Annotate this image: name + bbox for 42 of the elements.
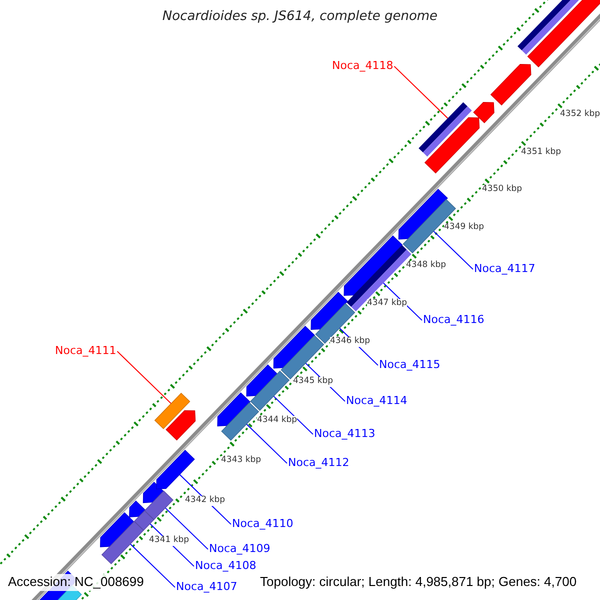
leader-line	[273, 396, 314, 435]
leader-line	[164, 507, 208, 550]
scale-label: 4342 kbp	[185, 496, 226, 506]
gene-feature	[418, 102, 472, 157]
scale-label: 4343 kbp	[221, 456, 262, 466]
scale-label: 4350 kbp	[482, 185, 522, 195]
map-info-text: Topology: circular; Length: 4,985,871 bp; Genes: 4,700	[258, 574, 579, 591]
scale-label: 4346 kbp	[330, 337, 370, 347]
leader-line	[246, 424, 288, 464]
gene-feature	[154, 392, 190, 430]
gene-label: Noca_4113	[314, 428, 376, 441]
map-title: Nocardioides sp. JS614, complete genome	[161, 10, 439, 25]
scale-label: 4347 kbp	[367, 299, 408, 309]
leader-line	[394, 66, 448, 119]
gene-feature	[156, 450, 195, 490]
gene-label: Noca_4114	[346, 395, 408, 408]
gene-label: Noca_4109	[209, 543, 270, 556]
gene-feature	[250, 370, 290, 411]
gene-feature	[144, 490, 174, 520]
leader-line	[130, 544, 176, 588]
gene-label: Noca_4111	[55, 345, 116, 358]
gene-feature	[134, 510, 154, 531]
gene-label: Noca_4112	[288, 457, 350, 470]
gene-label: Noca_4107	[176, 581, 238, 594]
gene-label: Noca_4118	[332, 60, 394, 73]
gene-label: Noca_4110	[232, 518, 294, 531]
scale-label: 4352 kbp	[560, 110, 600, 120]
leader-line	[116, 350, 172, 404]
gene-feature	[315, 303, 356, 344]
gene-feature	[101, 520, 144, 564]
scale-label: 4348 kbp	[406, 261, 446, 271]
scale-label: 4351 kbp	[521, 148, 562, 158]
scale-label: 4341 kbp	[149, 536, 190, 546]
gene-label: Noca_4108	[195, 560, 256, 573]
leader-line	[433, 230, 474, 270]
map-info-text: Accession: NC_008699	[6, 574, 146, 591]
scale-label: 4344 kbp	[257, 416, 298, 426]
gene-label: Noca_4115	[379, 359, 440, 372]
gene-label: Noca_4116	[423, 314, 484, 327]
scale-label: 4349 kbp	[444, 223, 484, 233]
gene-label: Noca_4117	[474, 263, 536, 276]
scale-label: 4345 kbp	[293, 377, 334, 387]
